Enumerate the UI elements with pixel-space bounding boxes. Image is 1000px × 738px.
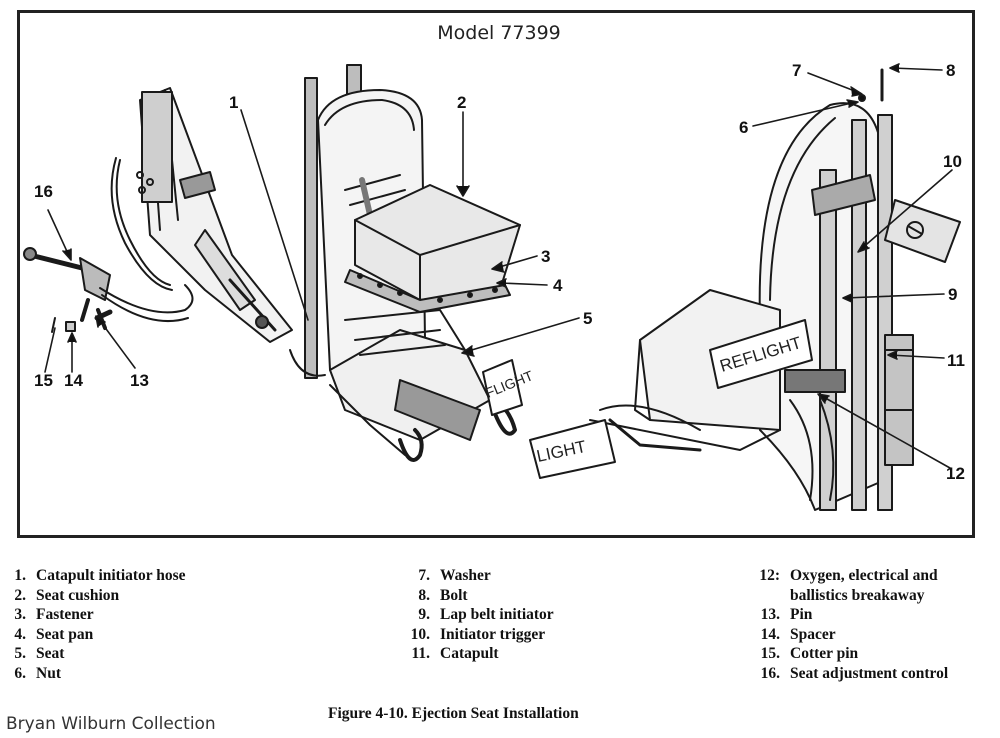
- legend-number: 2.: [14, 586, 26, 604]
- legend-item: 11. Catapult: [402, 644, 554, 664]
- legend-text: Oxygen, electrical and: [790, 567, 938, 584]
- legend-text: Catapult: [440, 645, 499, 663]
- callout-15: 15: [34, 371, 53, 390]
- legend-item: 15. Cotter pin: [752, 644, 948, 664]
- callout-16: 16: [34, 182, 53, 201]
- legend-text: Washer: [440, 567, 491, 584]
- legend-number: 1.: [14, 567, 26, 584]
- legend-item: 6. Nut: [12, 664, 186, 684]
- legend-item: 1. Catapult initiator hose: [12, 566, 186, 586]
- legend-text: Seat adjustment control: [790, 664, 949, 682]
- legend-item-continuation: ballistics breakaway: [752, 586, 948, 606]
- legend-number: 14.: [760, 625, 780, 643]
- callout-1: 1: [229, 93, 238, 112]
- legend-text: Seat: [36, 645, 65, 663]
- legend-number: 10.: [410, 625, 430, 643]
- legend-number: 5.: [14, 645, 26, 663]
- callout-5: 5: [583, 309, 592, 328]
- legend-item: 8. Bolt: [402, 586, 554, 606]
- callout-11: 11: [947, 351, 965, 370]
- legend-item: 13. Pin: [752, 605, 948, 625]
- callout-7: 7: [792, 61, 801, 80]
- legend-number: 4.: [14, 625, 26, 643]
- legend-text: ballistics breakaway: [790, 586, 925, 604]
- legend-text: Seat cushion: [36, 586, 120, 604]
- legend-number: 16.: [760, 664, 780, 682]
- callout-4: 4: [553, 276, 563, 295]
- callout-10: 10: [943, 152, 962, 171]
- legend-item: 7. Washer: [402, 566, 554, 586]
- legend-text: Catapult initiator hose: [36, 567, 186, 584]
- callout-13: 13: [130, 371, 149, 390]
- legend-number: 3.: [14, 606, 26, 624]
- figure-caption: Figure 4-10. Ejection Seat Installation: [328, 705, 579, 722]
- legend-item: 3. Fastener: [12, 605, 186, 625]
- legend-text: Pin: [790, 606, 813, 624]
- seat-adjustment-control-drawing: [23, 247, 194, 330]
- installed-seat-drawing: [529, 68, 961, 511]
- legend-text: Cotter pin: [790, 645, 859, 663]
- legend-item: 16. Seat adjustment control: [752, 664, 949, 684]
- legend-number: 11.: [411, 645, 430, 663]
- legend-number: 8.: [418, 586, 430, 604]
- legend-text: Nut: [36, 664, 61, 682]
- catapult-bracket-drawing: [110, 87, 293, 343]
- callout-14: 14: [64, 371, 83, 390]
- legend-text: Initiator trigger: [440, 625, 546, 643]
- legend-item: 5. Seat: [12, 644, 186, 664]
- legend-item: 4. Seat pan: [12, 625, 186, 645]
- legend-column-2: 7. Washer 8. Bolt 9. Lap belt initiator 10.…: [402, 566, 554, 664]
- legend-item: 2. Seat cushion: [12, 586, 186, 606]
- legend-text: Fastener: [36, 606, 94, 624]
- legend-text: Lap belt initiator: [440, 606, 554, 624]
- legend-number: 6.: [14, 664, 26, 682]
- legend-number: 13.: [760, 606, 780, 624]
- callout-2: 2: [457, 93, 466, 112]
- legend-number: 7.: [418, 567, 430, 584]
- legend-item: 10. Initiator trigger: [402, 625, 554, 645]
- legend-item: 12: Oxygen, electrical and: [752, 566, 948, 586]
- legend-column-3: 12: Oxygen, electrical and ballistics bre…: [752, 566, 948, 684]
- legend-text: Bolt: [440, 586, 468, 604]
- legend-item: 14. Spacer: [752, 625, 948, 645]
- legend-text: Seat pan: [36, 625, 94, 643]
- callout-8: 8: [946, 61, 955, 80]
- legend-number-blank: [752, 586, 780, 606]
- legend-column-1: 1. Catapult initiator hose 2. Seat cushion…: [12, 566, 186, 684]
- diagram-title: Model 77399: [437, 22, 561, 44]
- legend-number: 15.: [760, 645, 780, 663]
- seat-drawing: [289, 64, 523, 462]
- legend-number: 12:: [759, 567, 780, 584]
- legend-text: Spacer: [790, 625, 836, 643]
- legend-item: 9. Lap belt initiator: [402, 605, 554, 625]
- callout-3: 3: [541, 247, 550, 266]
- callout-12: 12: [946, 464, 965, 483]
- pin-spacer-parts: [51, 309, 113, 333]
- ejection-seat-illustration: FLIGHT REFLIGHT LIGHT 1 2 3 4 5 6 7 8 9 …: [23, 61, 965, 511]
- leader-lines: [44, 63, 953, 469]
- collection-credit: Bryan Wilburn Collection: [6, 714, 216, 734]
- callout-6: 6: [739, 118, 748, 137]
- callout-9: 9: [948, 285, 957, 304]
- legend-number: 9.: [418, 606, 430, 624]
